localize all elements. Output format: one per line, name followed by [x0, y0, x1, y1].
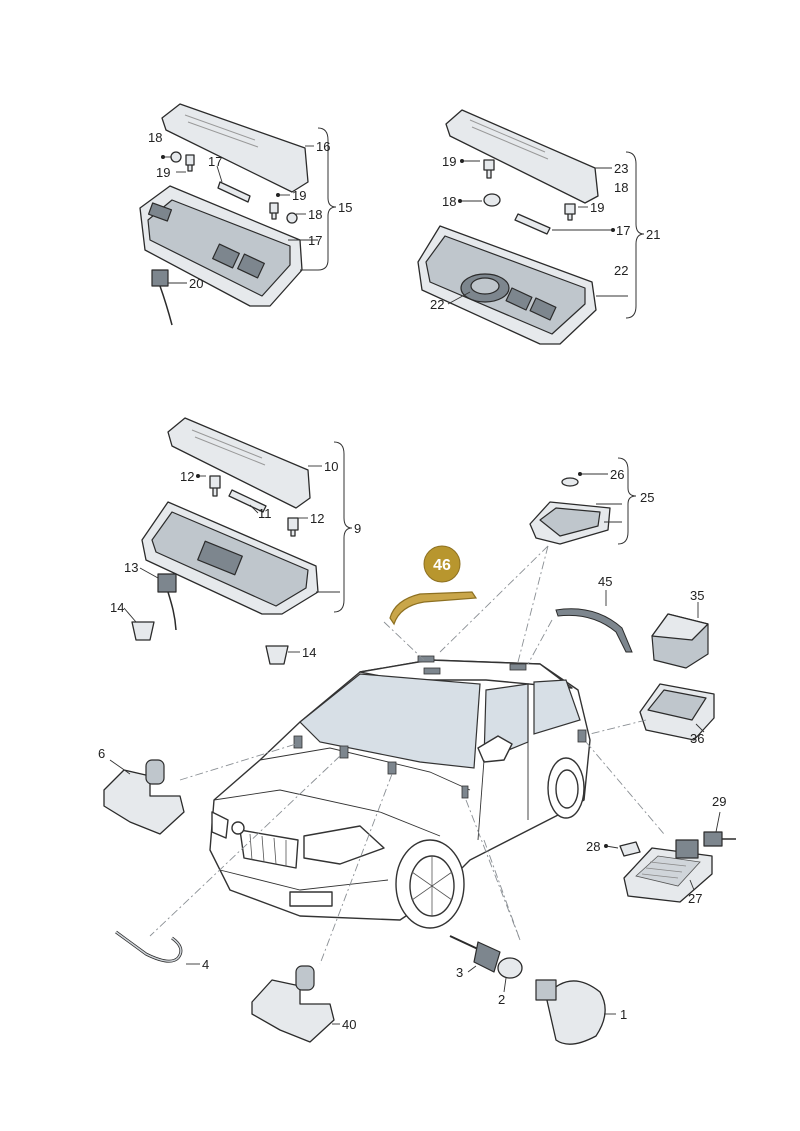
- trim-45: [555, 608, 633, 653]
- callout-4: 4: [202, 957, 209, 972]
- switch-40: [251, 979, 335, 1043]
- socket-3: [473, 941, 501, 973]
- callout-27: 27: [688, 891, 702, 906]
- interior-light-assembly-21: [417, 109, 645, 345]
- tube-bulb-17: [217, 181, 251, 203]
- reference-lines: [149, 545, 665, 965]
- socket-12b: [287, 517, 299, 537]
- callout-13: 13: [124, 560, 138, 575]
- callout-35: 35: [690, 588, 704, 603]
- socket-27: [675, 839, 699, 859]
- callout-20: 20: [189, 276, 203, 291]
- interior-light-assembly-9: [123, 417, 353, 665]
- connector-20: [151, 269, 169, 287]
- rear-side-window: [533, 679, 581, 735]
- callout-3: 3: [456, 965, 463, 980]
- callout-22a: 22: [614, 263, 628, 278]
- highlighted-part-46: 46: [389, 545, 478, 626]
- callout-15: 15: [338, 200, 352, 215]
- tube-bulb-11: [228, 489, 267, 513]
- callout-29: 29: [712, 794, 726, 809]
- left-side-parts: [103, 759, 616, 1045]
- bulb-28: [619, 841, 641, 857]
- callout-22b: 22: [430, 297, 444, 312]
- callout-26: 26: [610, 467, 624, 482]
- socket-19c: [483, 159, 495, 179]
- callout-12a: 12: [180, 469, 194, 484]
- switch-6: [103, 769, 185, 835]
- callout-40: 40: [342, 1017, 356, 1032]
- bulb-2: [497, 957, 523, 979]
- callout-12b: 12: [310, 511, 324, 526]
- callout-17b: 17: [308, 233, 322, 248]
- callout-17c: 17: [616, 223, 630, 238]
- part-46-badge-label: 46: [433, 557, 451, 574]
- callout-25: 25: [640, 490, 654, 505]
- right-side-parts: [529, 457, 736, 903]
- callout-11: 11: [258, 506, 272, 521]
- callout-23: 23: [614, 161, 628, 176]
- part-46-badge: [423, 545, 461, 583]
- bulb-18c: [483, 193, 501, 207]
- lens-cover-16: [161, 103, 309, 193]
- callout-18a: 18: [148, 130, 162, 145]
- clip-14a: [131, 621, 155, 641]
- socket-19a: [185, 154, 195, 172]
- cable-4: [115, 930, 183, 963]
- socket-19b: [269, 202, 279, 220]
- socket-12a: [209, 475, 221, 497]
- callout-9: 9: [354, 521, 361, 536]
- callout-19a: 19: [156, 165, 170, 180]
- connector-29: [703, 831, 723, 847]
- clip-14b: [265, 645, 289, 665]
- callout-36: 36: [690, 731, 704, 746]
- callout-16: 16: [316, 139, 330, 154]
- windscreen: [299, 673, 481, 769]
- callout-45: 45: [598, 574, 612, 589]
- headlight: [303, 825, 385, 865]
- bulb-18a: [170, 151, 182, 163]
- tube-bulb-17c: [514, 213, 551, 235]
- callout-1: 1: [620, 1007, 627, 1022]
- callout-labels: 18 16 19 17 19 18 15 17 20 19 23 18 18 1…: [98, 130, 726, 1032]
- callout-14a: 14: [110, 600, 124, 615]
- side-marker-1: [545, 980, 606, 1045]
- car-body: [209, 655, 591, 929]
- connector-13: [157, 573, 177, 593]
- lens-cover-23: [445, 109, 599, 204]
- bulb-26: [561, 477, 579, 487]
- callout-19c: 19: [442, 154, 456, 169]
- bulb-18b: [286, 212, 298, 224]
- callout-21: 21: [646, 227, 660, 242]
- callout-18c: 18: [614, 180, 628, 195]
- callout-14b: 14: [302, 645, 316, 660]
- callout-28: 28: [586, 839, 600, 854]
- callout-18b: 18: [308, 207, 322, 222]
- callout-2: 2: [498, 992, 505, 1007]
- callout-19b: 19: [292, 188, 306, 203]
- trim-strip-46: [389, 591, 478, 626]
- callout-19d: 19: [590, 200, 604, 215]
- callout-10: 10: [324, 459, 338, 474]
- socket-19d: [564, 203, 576, 221]
- interior-light-assembly-15: [139, 103, 337, 326]
- callout-17a: 17: [208, 154, 222, 169]
- callout-18d: 18: [442, 194, 456, 209]
- callout-6: 6: [98, 746, 105, 761]
